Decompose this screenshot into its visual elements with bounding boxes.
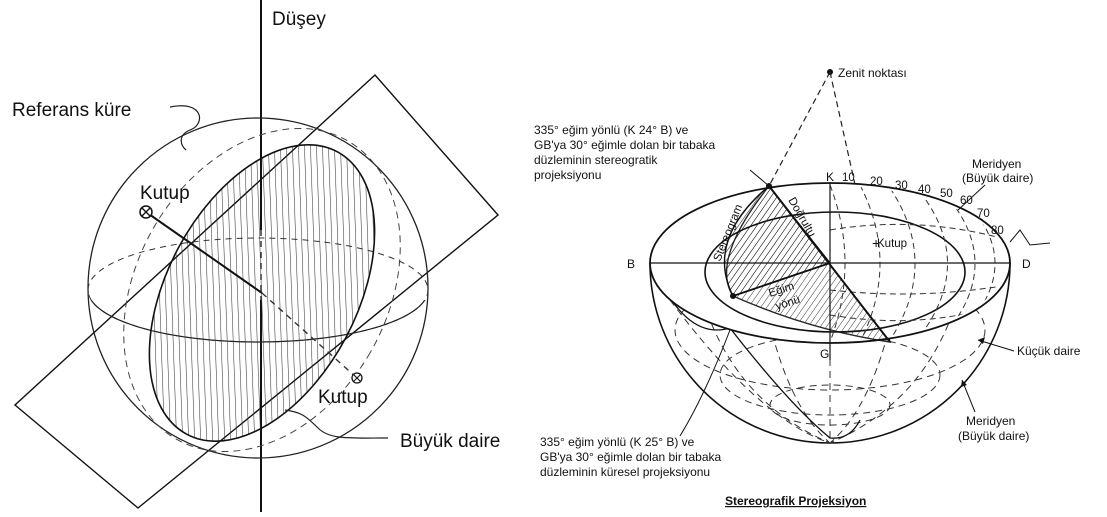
- degree-tick-70: 70: [977, 208, 990, 220]
- svg-text:(Büyük daire): (Büyük daire): [958, 429, 1029, 443]
- spherical-note: 335° eğim yönlü (K 25° B) ve GB'ya 30° e…: [540, 435, 722, 479]
- svg-text:düzleminin küresel projeksiyon: düzleminin küresel projeksiyonu: [540, 465, 710, 479]
- degree-tick-80: 80: [991, 225, 1004, 237]
- zenith-label: Zenit noktası: [838, 66, 907, 80]
- pole-label: Kutup: [877, 238, 907, 250]
- great-circle-label: Büyük daire: [400, 431, 500, 452]
- small-circle-label: Küçük daire: [1017, 344, 1081, 358]
- caption: Stereografik Projeksiyon: [725, 494, 866, 508]
- svg-text:GB'ya 30° eğimle dolan bir tab: GB'ya 30° eğimle dolan bir tabaka: [540, 450, 722, 464]
- svg-text:düzleminin stereogratik: düzleminin stereogratik: [534, 153, 658, 167]
- svg-text:GB'ya 30° eğimle dolan bir tab: GB'ya 30° eğimle dolan bir tabaka: [534, 138, 716, 152]
- degree-tick-60: 60: [960, 195, 973, 207]
- svg-text:+: +: [872, 235, 880, 251]
- west-label: B: [627, 257, 635, 271]
- stereographic-projection-svg: Zenit noktası: [534, 66, 1081, 508]
- svg-text:335° eğim yönlü (K 24° B) ve: 335° eğim yönlü (K 24° B) ve: [534, 123, 689, 137]
- svg-text:Meridyen: Meridyen: [972, 157, 1021, 171]
- degree-ticks: 10 20 30 40 50 60 70 80: [842, 172, 1004, 237]
- svg-text:(Büyük daire): (Büyük daire): [962, 171, 1033, 185]
- north-label: K: [826, 170, 834, 184]
- stereographic-projection-figure: Zenit noktası: [530, 0, 1107, 517]
- degree-tick-20: 20: [870, 176, 883, 188]
- svg-text:Meridyen: Meridyen: [966, 414, 1015, 428]
- svg-text:335° eğim yönlü (K 25° B) ve: 335° eğim yönlü (K 25° B) ve: [540, 435, 695, 449]
- degree-tick-50: 50: [940, 188, 953, 200]
- bowl-great-circle: [729, 327, 861, 439]
- pole-upper-label: Kutup: [140, 183, 190, 204]
- pole-lower-label: Kutup: [318, 387, 368, 408]
- great-circle-leader: [284, 409, 389, 439]
- dip-direction-line: [732, 262, 831, 297]
- east-label: D: [1022, 257, 1031, 271]
- reference-sphere-svg: Düşey Referans küre Kutup Kutup Büyük da…: [12, 0, 500, 512]
- vertical-label: Düşey: [272, 9, 326, 30]
- svg-text:projeksiyonu: projeksiyonu: [534, 168, 601, 182]
- reference-sphere-leader: [169, 105, 200, 151]
- meridian-bottom-label: Meridyen (Büyük daire): [958, 414, 1029, 443]
- degree-tick-30: 30: [895, 180, 908, 192]
- stereographic-note: 335° eğim yönlü (K 24° B) ve GB'ya 30° e…: [534, 123, 716, 182]
- south-label: G: [820, 347, 829, 361]
- degree-tick-10: 10: [842, 172, 855, 184]
- reference-sphere-label: Referans küre: [12, 100, 131, 121]
- degree-tick-40: 40: [918, 184, 931, 196]
- meridian-top-label: Meridyen (Büyük daire): [962, 157, 1033, 185]
- pole-axis: [145, 211, 263, 294]
- reference-sphere-figure: Düşey Referans küre Kutup Kutup Büyük da…: [0, 0, 540, 517]
